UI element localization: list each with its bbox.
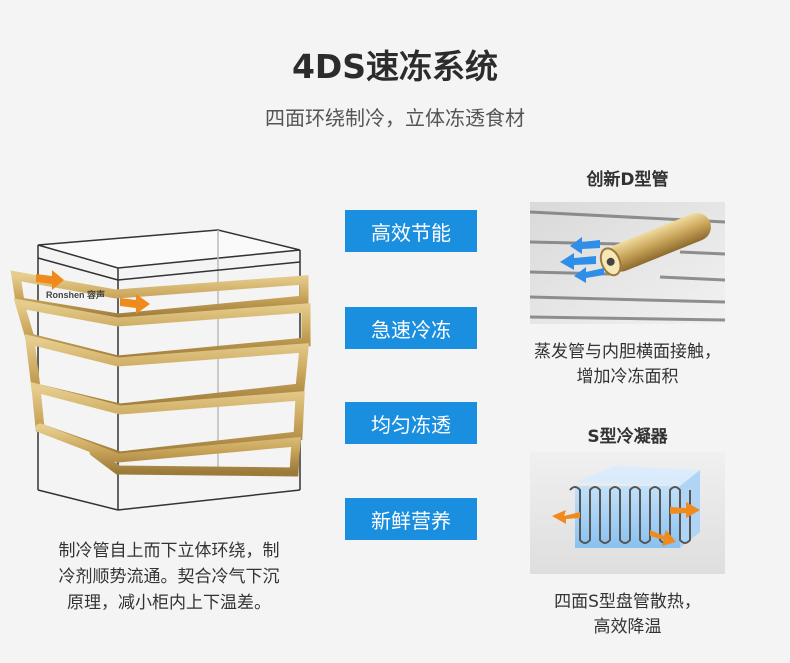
flow-arrows [36, 270, 150, 314]
d-tube-photo [530, 202, 725, 324]
d-tube-caption: 蒸发管与内胆横面接触， 增加冷冻面积 [534, 342, 721, 387]
feature-even-freeze: 均匀冻透 [345, 402, 477, 444]
page-title: 4DS速冻系统 [291, 47, 499, 86]
feature-quick-freeze: 急速冷冻 [345, 307, 477, 349]
page-subtitle: 四面环绕制冷，立体冻透食材 [265, 106, 525, 130]
d-tube-title: 创新D型管 [586, 170, 669, 190]
brand-logo: Ronshen 容声 [46, 289, 105, 300]
freezer-cage-illustration: Ronshen 容声 [10, 229, 311, 511]
feature-fresh-nutrition: 新鲜营养 [345, 498, 477, 540]
s-condenser-caption: 四面S型盘管散热， 高效降温 [554, 592, 701, 637]
s-condenser-title: S型冷凝器 [587, 427, 668, 447]
feature-energy-saving: 高效节能 [345, 210, 477, 252]
heat-flow-arrows [552, 502, 700, 546]
s-condenser-photo [530, 452, 725, 574]
left-caption: 制冷管自上而下立体环绕，制 冷剂顺势流通。契合冷气下沉 原理，减小柜内上下温差。 [58, 541, 280, 613]
cold-flow-arrows [560, 237, 604, 283]
